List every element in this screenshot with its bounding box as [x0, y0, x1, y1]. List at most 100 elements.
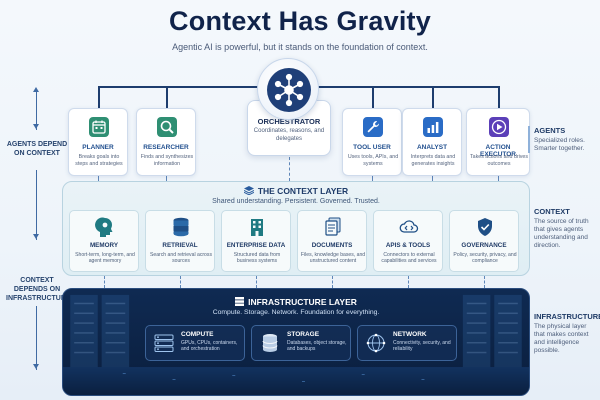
- context-item-description: Short-term, long-term, and agent memory: [75, 252, 135, 265]
- shield-check-icon: [474, 216, 496, 238]
- dash-context-infra-1: [104, 276, 105, 288]
- context-item-description: Structured data from business systems: [233, 252, 281, 265]
- dash-context-infra-4: [332, 276, 333, 288]
- infra-card-compute[interactable]: COMPUTE GPUs, CPUs, containers, and orch…: [145, 325, 245, 361]
- storage-icon: [259, 332, 281, 354]
- context-card-retrieval[interactable]: RETRIEVAL Search and retrieval across so…: [145, 210, 215, 272]
- agent-name: TOOL USER: [353, 144, 391, 151]
- dash-executor-context: [498, 176, 499, 181]
- context-item-description: Search and retrieval across sources: [149, 252, 212, 265]
- connector-to-tool-user: [372, 86, 374, 108]
- right-label-text: The physical layer that makes context an…: [534, 323, 589, 354]
- context-card-enterprise-data[interactable]: ENTERPRISE DATA Structured data from bus…: [221, 210, 291, 272]
- context-layer: THE CONTEXT LAYER Shared understanding. …: [62, 181, 530, 276]
- context-item-description: Connectors to external capabilities and …: [381, 252, 437, 265]
- dash-orchestrator-context: [289, 157, 290, 181]
- infra-item-name: STORAGE: [287, 331, 320, 338]
- context-item-name: ENTERPRISE DATA: [226, 242, 286, 249]
- infra-item-name: NETWORK: [393, 331, 427, 338]
- agent-name: PLANNER: [82, 144, 114, 151]
- agent-description: Takes actions and drives outcomes: [470, 154, 529, 167]
- infra-item-description: Connectivity, security, and reliability: [393, 340, 451, 353]
- context-item-name: DOCUMENTS: [311, 242, 353, 249]
- orchestrator-description: Coordinates, reasons, and delegates: [253, 128, 325, 142]
- right-label-title: CONTEXT: [534, 207, 570, 216]
- context-card-memory[interactable]: MEMORY Short-term, long-term, and agent …: [69, 210, 139, 272]
- dash-context-infra-6: [484, 276, 485, 288]
- context-card-governance[interactable]: GOVERNANCE Policy, security, privacy, an…: [449, 210, 519, 272]
- server-stack-icon: [235, 297, 245, 308]
- globe-network-icon: [365, 332, 387, 354]
- down-arrow-mid: [33, 170, 39, 240]
- head-icon: [94, 216, 116, 238]
- server-icon: [153, 332, 175, 354]
- agent-description: Uses tools, APIs, and systems: [347, 154, 399, 167]
- infrastructure-layer-subtitle: Compute. Storage. Network. Foundation fo…: [212, 309, 380, 316]
- orchestrator-title: ORCHESTRATOR: [257, 117, 321, 126]
- context-item-description: Files, knowledge bases, and unstructured…: [300, 252, 366, 265]
- infrastructure-layer-title-text: INFRASTRUCTURE LAYER: [248, 297, 357, 307]
- documents-icon: [322, 216, 344, 238]
- infra-item-description: GPUs, CPUs, containers, and orchestratio…: [181, 340, 238, 353]
- magnifier-icon: [156, 116, 178, 138]
- connector-to-researcher: [166, 86, 168, 108]
- database-icon: [170, 216, 192, 238]
- page-title: Context Has Gravity: [169, 6, 431, 36]
- context-card-apis-tools[interactable]: APIS & TOOLS Connectors to external capa…: [373, 210, 443, 272]
- infrastructure-layer-title: INFRASTRUCTURE LAYER: [63, 297, 529, 308]
- connector-bar-right: [318, 86, 498, 88]
- play-icon: [488, 116, 510, 138]
- context-item-name: GOVERNANCE: [461, 242, 507, 249]
- context-layer-subtitle: Shared understanding. Persistent. Govern…: [212, 198, 380, 205]
- orchestrator-card[interactable]: ORCHESTRATOR Coordinates, reasons, and d…: [247, 100, 331, 156]
- agent-description: Finds and synthesizes information: [140, 154, 194, 167]
- server-floor-strip: [63, 367, 529, 395]
- wrench-icon: [362, 116, 384, 138]
- context-item-description: Policy, security, privacy, and complianc…: [453, 252, 517, 265]
- right-label-text: The source of truth that gives agents un…: [534, 218, 589, 249]
- layers-icon: [243, 186, 255, 197]
- dash-context-infra-2: [180, 276, 181, 288]
- right-label-text: Specialized roles. Smarter together.: [534, 137, 585, 152]
- building-icon: [246, 216, 268, 238]
- dash-context-infra-3: [256, 276, 257, 288]
- dash-context-infra-5: [408, 276, 409, 288]
- dash-researcher-context: [166, 176, 167, 181]
- bar-chart-icon: [422, 116, 444, 138]
- infra-card-network[interactable]: NETWORK Connectivity, security, and reli…: [357, 325, 457, 361]
- connector-to-analyst: [432, 86, 434, 108]
- context-layer-title-text: THE CONTEXT LAYER: [257, 186, 349, 196]
- right-label-context: CONTEXT The source of truth that gives a…: [528, 207, 598, 250]
- right-label-title: AGENTS: [534, 126, 566, 135]
- context-card-documents[interactable]: DOCUMENTS Files, knowledge bases, and un…: [297, 210, 367, 272]
- calendar-icon: [88, 116, 110, 138]
- infrastructure-layer: INFRASTRUCTURE LAYER Compute. Storage. N…: [62, 288, 530, 396]
- connector-bar-left: [98, 86, 258, 88]
- context-layer-title: THE CONTEXT LAYER: [63, 186, 529, 197]
- infra-item-name: COMPUTE: [181, 331, 214, 338]
- agent-name: ANALYST: [416, 144, 448, 151]
- dash-analyst-context: [432, 176, 433, 181]
- page-subtitle: Agentic AI is powerful, but it stands on…: [172, 42, 428, 52]
- up-arrow-top: [33, 87, 39, 130]
- connector-to-action-executor: [498, 86, 500, 108]
- agent-name: RESEARCHER: [143, 144, 189, 151]
- right-label-infrastructure: INFRASTRUCTURE The physical layer that m…: [528, 312, 600, 355]
- agent-card-planner[interactable]: PLANNER Breaks goals into steps and stra…: [68, 108, 128, 176]
- connector-to-planner: [98, 86, 100, 108]
- infra-card-storage[interactable]: STORAGE Databases, object storage, and b…: [251, 325, 351, 361]
- down-arrow-bottom: [33, 306, 39, 370]
- agent-card-researcher[interactable]: RESEARCHER Finds and synthesizes informa…: [136, 108, 196, 176]
- agent-card-tool-user[interactable]: TOOL USER Uses tools, APIs, and systems: [342, 108, 402, 176]
- orchestrator-hub[interactable]: [257, 58, 319, 120]
- context-depends-label: CONTEXT DEPENDS ON INFRASTRUCTURE: [6, 277, 71, 302]
- dash-tool-user-context: [372, 176, 373, 181]
- agent-card-analyst[interactable]: ANALYST Interprets data and generates in…: [402, 108, 462, 176]
- context-item-name: APIS & TOOLS: [385, 242, 431, 249]
- cloud-code-icon: [398, 216, 420, 238]
- agent-card-action-executor[interactable]: ACTION EXECUTOR Takes actions and drives…: [466, 108, 530, 176]
- context-item-name: RETRIEVAL: [162, 242, 198, 249]
- infra-item-description: Databases, object storage, and backups: [287, 340, 347, 353]
- right-label-agents: AGENTS Specialized roles. Smarter togeth…: [528, 126, 598, 153]
- context-item-name: MEMORY: [89, 242, 119, 249]
